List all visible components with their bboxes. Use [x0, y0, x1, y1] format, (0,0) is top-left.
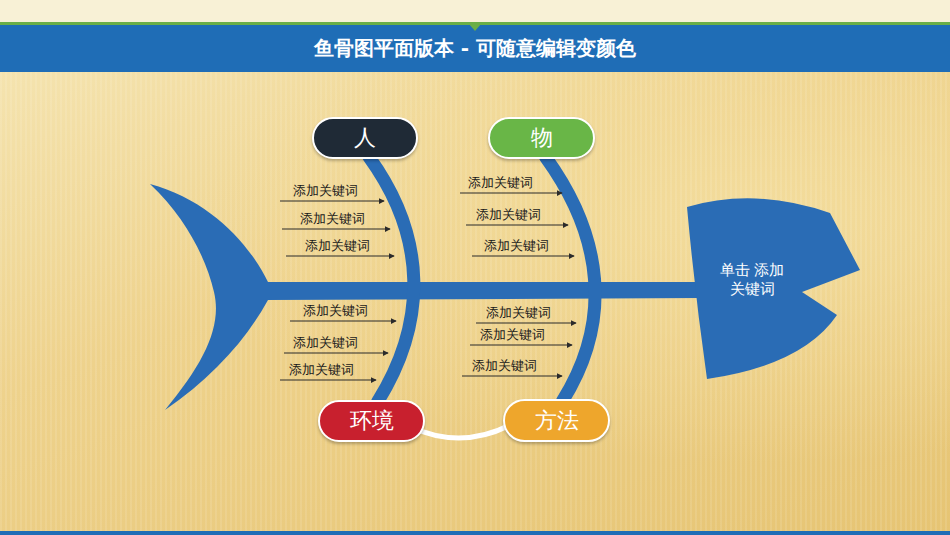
leader-arrow	[284, 353, 388, 354]
leader-arrow	[472, 256, 574, 257]
leader-arrow	[290, 321, 396, 322]
keyword-label: 添加关键词	[468, 176, 533, 189]
bottom-bar	[0, 531, 950, 535]
header-title: 鱼骨图平面版本 - 可随意编辑变颜色	[0, 25, 950, 72]
category-label: 人	[354, 123, 376, 153]
keyword-label: 添加关键词	[486, 306, 551, 319]
keyword-label: 添加关键词	[484, 239, 549, 252]
keyword-label: 添加关键词	[472, 359, 537, 372]
fish-bone	[546, 157, 596, 401]
header-bar	[0, 25, 950, 72]
fish-bone	[369, 157, 414, 402]
keyword-label: 添加关键词	[300, 212, 365, 225]
leader-arrow	[470, 345, 572, 346]
category-pill: 物	[488, 117, 595, 159]
keyword-label: 添加关键词	[480, 328, 545, 341]
keyword-label: 添加关键词	[303, 304, 368, 317]
category-pill: 环境	[318, 400, 425, 442]
leader-arrow	[282, 229, 390, 230]
fish-tail-and-spine	[150, 184, 700, 410]
fish-head: 单击 添加 关键词	[685, 195, 860, 380]
head-label: 单击 添加 关键词	[713, 261, 791, 299]
leader-arrow	[280, 380, 376, 381]
keyword-label: 添加关键词	[293, 336, 358, 349]
keyword-label: 添加关键词	[293, 184, 358, 197]
header-notch	[469, 24, 481, 31]
keyword-label: 添加关键词	[305, 239, 370, 252]
category-label: 物	[531, 123, 553, 153]
category-pill: 人	[312, 117, 418, 159]
leader-arrow	[476, 323, 576, 324]
link-curve	[411, 423, 515, 438]
leader-arrow	[280, 201, 384, 202]
category-label: 方法	[535, 406, 579, 436]
leader-arrow	[460, 193, 562, 194]
top-band	[0, 0, 950, 22]
leader-lines	[280, 193, 576, 380]
leader-arrow	[286, 256, 394, 257]
keyword-label: 添加关键词	[476, 208, 541, 221]
keyword-label: 添加关键词	[289, 363, 354, 376]
leader-arrow	[466, 225, 568, 226]
category-pill: 方法	[503, 399, 610, 442]
category-label: 环境	[350, 406, 394, 436]
leader-arrow	[462, 376, 562, 377]
